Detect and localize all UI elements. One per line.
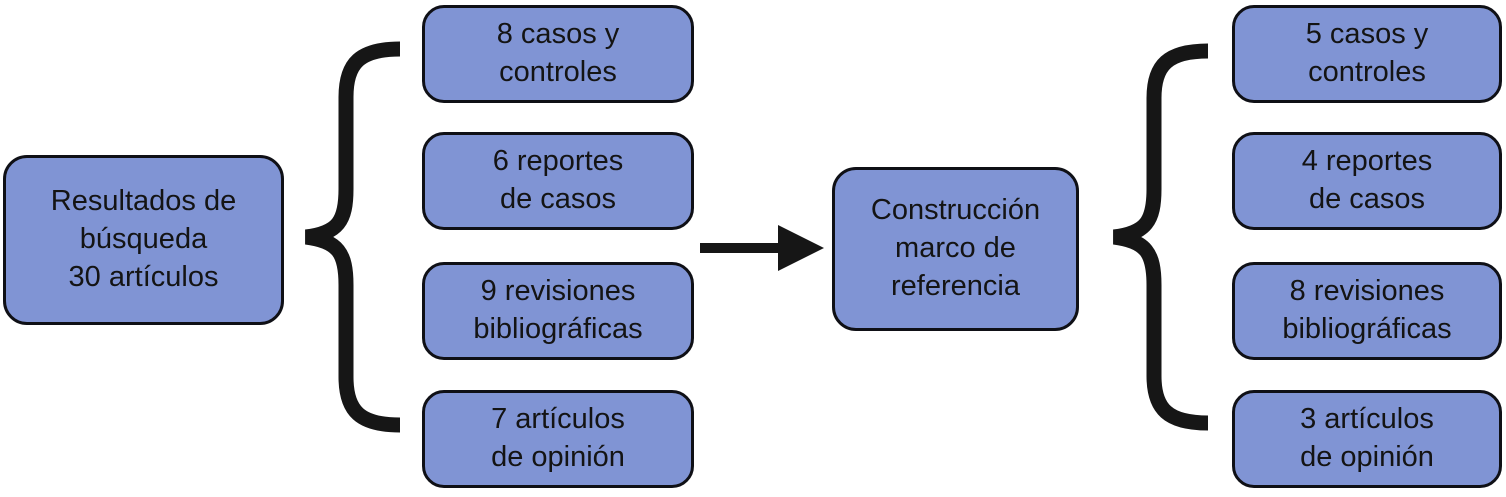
selected-category-text-1: 5 casos y controles (1305, 18, 1429, 88)
curly-brace-right-path (1112, 43, 1209, 431)
selected-category-box-4: 3 artículos de opinión (1232, 390, 1502, 488)
selected-category-box-2: 4 reportes de casos (1232, 132, 1502, 230)
selected-category-box-1: 5 casos y controles (1232, 5, 1502, 103)
process-box-text: Construcción marco de referencia (870, 194, 1041, 302)
flow-arrow-head (778, 225, 824, 271)
initial-category-text-4: 7 artículos de opinión (491, 403, 625, 473)
initial-category-box-3: 9 revisiones bibliográficas (422, 262, 694, 360)
curly-brace-left-path (304, 41, 401, 433)
initial-category-text-3: 9 revisiones bibliográficas (473, 275, 643, 345)
initial-category-box-1: 8 casos y controles (422, 5, 694, 103)
initial-category-box-4: 7 artículos de opinión (422, 390, 694, 488)
initial-category-text-1: 8 casos y controles (496, 18, 620, 88)
curly-brace-right (1112, 43, 1209, 431)
selected-category-box-3: 8 revisiones bibliográficas (1232, 262, 1502, 360)
process-box: Construcción marco de referencia (832, 167, 1079, 331)
curly-brace-left (304, 41, 401, 433)
source-box: Resultados de búsqueda 30 artículos (3, 155, 284, 325)
selected-category-text-2: 4 reportes de casos (1301, 145, 1433, 215)
selected-category-text-4: 3 artículos de opinión (1300, 403, 1434, 473)
selected-category-text-3: 8 revisiones bibliográficas (1282, 275, 1452, 345)
initial-category-text-2: 6 reportes de casos (492, 145, 624, 215)
source-box-text: Resultados de búsqueda 30 artículos (50, 185, 237, 293)
initial-category-box-2: 6 reportes de casos (422, 132, 694, 230)
flow-arrow-icon (700, 225, 824, 271)
